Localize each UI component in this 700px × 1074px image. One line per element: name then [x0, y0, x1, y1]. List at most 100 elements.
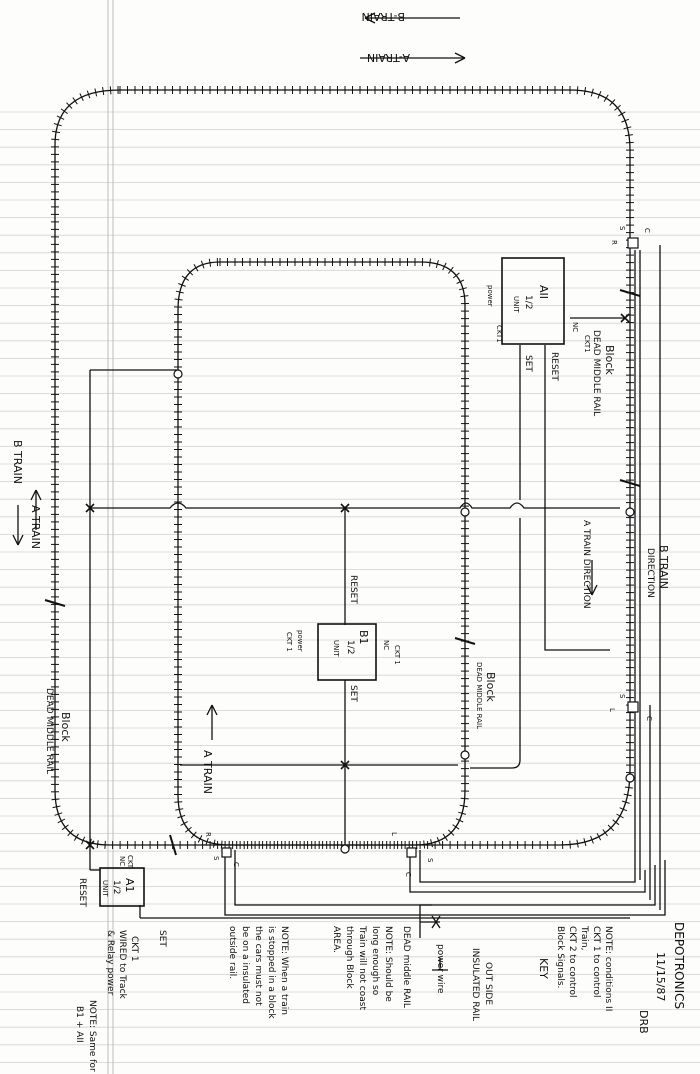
- b-train-left-label: B TRAIN: [11, 440, 24, 484]
- unit-a2-ckt-right: CKT1: [583, 335, 591, 353]
- terminal-c-bottom-2: C: [404, 872, 412, 877]
- unit-a2-name: AII: [537, 285, 550, 299]
- key-insulated-2: INSULATED RAIL: [470, 948, 480, 1021]
- block-left-label: Block: [59, 712, 72, 742]
- note5-line: NOTE: Same for: [87, 1000, 97, 1072]
- note1-line: Train,: [579, 925, 589, 950]
- note2-line: AREA.: [331, 926, 341, 953]
- key-title: KEY: [537, 958, 550, 979]
- unit-b1-ckt-left: CKT 1: [285, 632, 293, 652]
- note2-line: Train will not coast: [357, 925, 367, 1010]
- terminal-l-bottom: L: [390, 832, 398, 836]
- wiring: [89, 245, 666, 919]
- track-ties: [50, 85, 635, 850]
- key-insulated-1: OUT SIDE: [483, 962, 493, 1005]
- track-labels: Block DEAD MIDDLE RAIL B TRAIN DIRECTION…: [11, 226, 670, 877]
- unit-b1-ckt-right: CKT 1: [393, 645, 401, 665]
- note3: NOTE: When a train is stopped in a block…: [227, 926, 289, 1019]
- key-symbols: [419, 904, 448, 971]
- note3-line: the cars must not: [253, 926, 263, 1006]
- terminal-s-bottom-2: S: [426, 858, 434, 863]
- a-train-direction-label: A TRAIN DIRECTION: [581, 520, 591, 609]
- x-markers: [85, 313, 630, 850]
- terminal-s-mid: S: [618, 694, 626, 699]
- drawing-initials: DRB: [637, 1010, 650, 1034]
- b-train-direction-2: DIRECTION: [645, 548, 655, 598]
- note2-line: NOTE: Should be: [383, 926, 393, 1002]
- key-power-wire: power wire: [435, 944, 445, 994]
- note1-line: Block Signals.: [555, 926, 565, 988]
- dead-middle-right-label: DEAD MIDDLE RAIL: [591, 330, 601, 416]
- b-train-arrow-label: B-TRAIN: [362, 10, 405, 23]
- ruled-lines: [0, 111, 700, 1063]
- note5: NOTE: Same for B1 + AII: [74, 1000, 97, 1072]
- terminal-s-upper: S: [618, 226, 626, 231]
- notes-column: DEPOTRONICS 11/15/87 DRB NOTE: condition…: [74, 922, 686, 1072]
- header-arrows: [12, 12, 598, 740]
- a-train-arrow-label: A-TRAIN: [367, 51, 410, 64]
- note2-line: through Block: [344, 926, 354, 989]
- terminal-l-mid: L: [608, 708, 616, 712]
- unit-b1-box: [317, 623, 377, 681]
- note4: CKT 1 WIRED to Track & Relay power: [105, 930, 139, 1000]
- unit-a1-name: A1: [123, 878, 136, 893]
- unit-b1-word: UNIT: [332, 640, 340, 657]
- insulated-rail-markers: [173, 369, 635, 854]
- terminal-r-upper: R: [610, 240, 618, 245]
- block-gaps: [44, 289, 641, 856]
- unit-b1-name: B1: [357, 630, 370, 645]
- unit-a2-set: SET: [523, 355, 533, 372]
- unit-a1-fraction: 1/2: [111, 880, 121, 894]
- unit-a2-ckt: CKT1: [495, 325, 503, 343]
- terminal-r-bottom: R: [204, 832, 212, 837]
- terminal-s-bottom: S: [212, 856, 220, 861]
- unit-a1-set: SET: [157, 930, 167, 947]
- unit-b1-nc: NC: [382, 640, 390, 650]
- dead-middle-center-label: DEAD MIDDLE RAIL: [475, 662, 483, 729]
- note3-line: is stopped in a block: [266, 926, 276, 1019]
- a-train-inner-label: A TRAIN: [201, 750, 214, 794]
- note1-line: NOTE: conditions II: [603, 926, 613, 1011]
- note1-line: CKT 1 to control: [591, 926, 601, 998]
- unit-a1-reset: RESET: [77, 878, 87, 907]
- terminal-boxes: [221, 237, 639, 858]
- note1: NOTE: conditions II CKT 1 to control Tra…: [555, 925, 613, 1011]
- unit-a2-nc: NC: [571, 322, 579, 332]
- inner-track-loop: [177, 261, 466, 846]
- note3-line: outside rail.: [227, 926, 237, 979]
- drawing-date: 11/15/87: [654, 952, 667, 1001]
- b-train-direction-1: B TRAIN: [657, 545, 670, 589]
- note1-line: CKT 2 to control: [567, 926, 577, 998]
- note4-line: WIRED to Track: [117, 930, 127, 1000]
- company-name: DEPOTRONICS: [672, 922, 686, 1009]
- unit-a1-ckt: CKT: [126, 855, 134, 869]
- block-center-label: Block: [484, 672, 497, 702]
- unit-a2-fraction: 1/2: [523, 295, 533, 309]
- unit-a2-labels: AII 1/2 UNIT power CKT1 NC CKT1 SET RESE…: [486, 285, 591, 381]
- unit-b1-fraction: 1/2: [345, 640, 355, 654]
- header-labels: B-TRAIN A-TRAIN: [362, 10, 410, 64]
- note3-line: be on a insulated: [240, 926, 250, 1004]
- note2: NOTE: Should be long enough so Train wil…: [331, 925, 393, 1010]
- note4-line: & Relay power: [105, 930, 115, 996]
- unit-a2-reset: RESET: [549, 352, 559, 381]
- note2-line: long enough so: [370, 926, 380, 996]
- unit-b1-set: SET: [348, 685, 358, 702]
- unit-a1-nc: NC: [118, 856, 126, 866]
- unit-b1-labels: B1 1/2 UNIT power CKT 1 NC CKT 1 RESET S…: [285, 575, 401, 702]
- unit-b1-power: power: [296, 630, 304, 652]
- unit-a1-box: [99, 867, 145, 907]
- a-train-left-label: A TRAIN: [29, 505, 42, 549]
- unit-a1-word: UNIT: [101, 880, 109, 897]
- note4-line: CKT 1: [129, 936, 139, 962]
- key-dead-middle: DEAD middle RAIL: [401, 926, 411, 1008]
- unit-a2-power: power: [486, 285, 494, 307]
- terminal-c-upper: C: [643, 228, 651, 233]
- dead-middle-left-label: DEAD MIDDLE RAIL: [44, 688, 54, 774]
- outer-track-loop: [54, 89, 631, 846]
- note3-line: NOTE: When a train: [279, 926, 289, 1015]
- unit-a2-box: [501, 257, 565, 345]
- terminal-c-bottom: C: [232, 862, 240, 867]
